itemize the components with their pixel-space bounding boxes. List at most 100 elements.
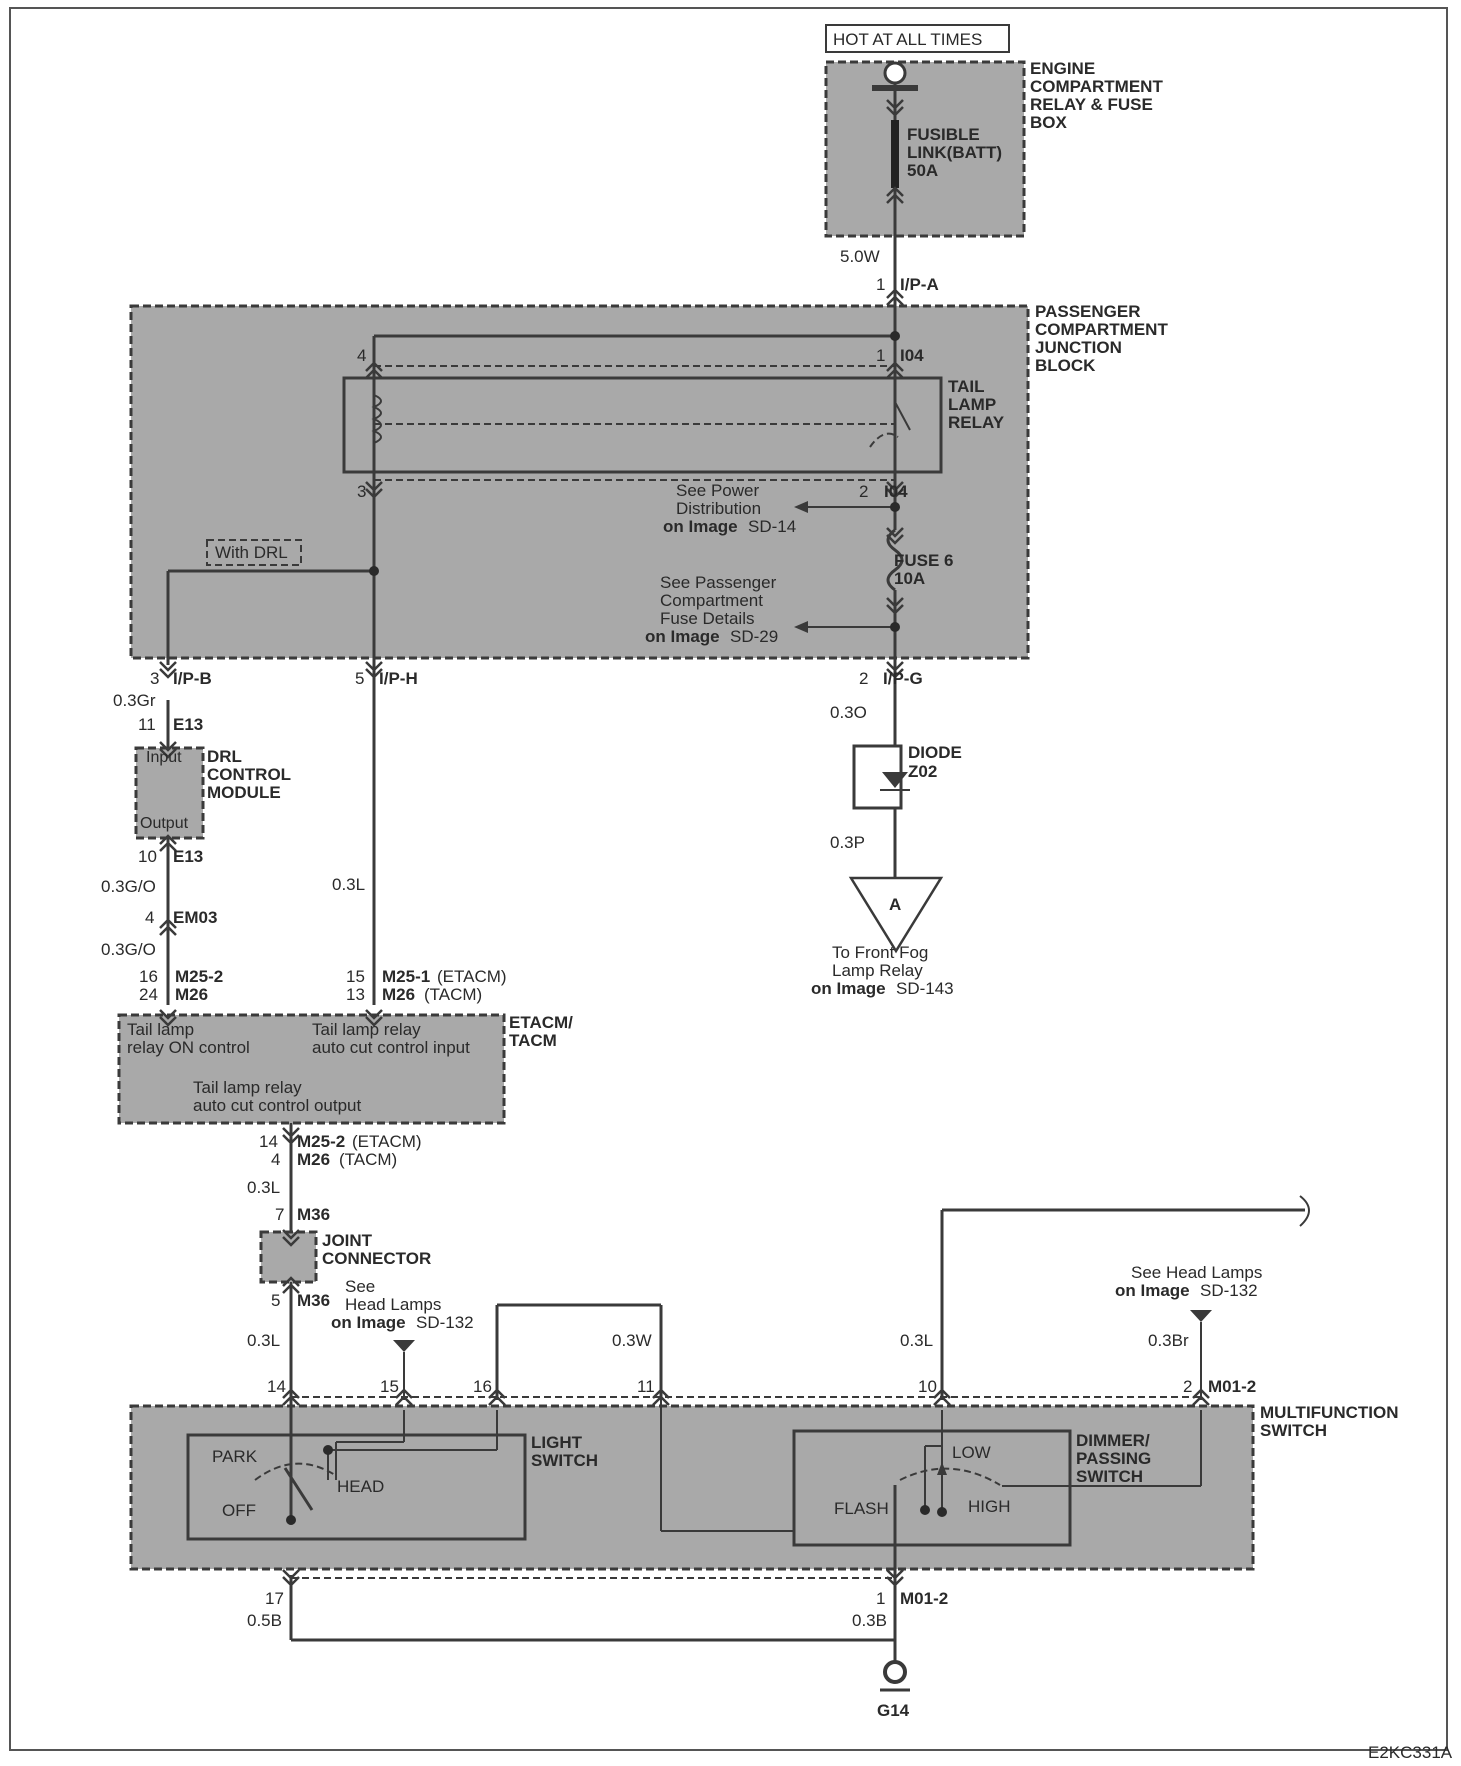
ground-g14-label: G14 xyxy=(877,1701,910,1720)
pin-m25-2-in: 16 xyxy=(139,967,158,986)
connector-chevron xyxy=(365,661,383,679)
conn-ipg: I/P-G xyxy=(883,669,923,688)
connector-chevron xyxy=(886,99,904,117)
conn-e13-in: E13 xyxy=(173,715,203,734)
etacm-auto-cut-input: Tail lamp relay auto cut control input xyxy=(312,1020,470,1057)
gauge-0-3p: 0.3P xyxy=(830,833,865,852)
light-switch-off: OFF xyxy=(222,1501,256,1520)
multifunction-switch-box xyxy=(129,1404,1255,1571)
conn-ipa: I/P-A xyxy=(900,275,939,294)
svg-text:To Front Fog: To Front Fog xyxy=(832,943,928,962)
pin-2-relay: 2 xyxy=(859,482,868,501)
gauge-etacm-out: 0.3L xyxy=(247,1178,280,1197)
connector-chevron xyxy=(886,361,904,379)
svg-text:LINK(BATT): LINK(BATT) xyxy=(907,143,1002,162)
pin-m26-in: 24 xyxy=(139,985,158,1004)
conn-i04-bottom: I04 xyxy=(884,482,908,501)
splice-dot xyxy=(890,331,900,341)
pin-m25-2-out: 14 xyxy=(259,1132,278,1151)
svg-text:on Image: on Image xyxy=(663,517,738,536)
reference-code: E2KC331A xyxy=(1368,1743,1453,1762)
gauge-0-3gr: 0.3Gr xyxy=(113,691,156,710)
svg-text:TACM: TACM xyxy=(509,1031,557,1050)
svg-text:SWITCH: SWITCH xyxy=(1260,1421,1327,1440)
gauge-iph: 0.3L xyxy=(332,875,365,894)
svg-text:on Image: on Image xyxy=(331,1313,406,1332)
connector-chevron xyxy=(159,918,177,936)
svg-text:relay ON control: relay ON control xyxy=(127,1038,250,1057)
gauge-0-5b: 0.5B xyxy=(247,1611,282,1630)
conn-i04-top: I04 xyxy=(900,346,924,365)
dimmer-high: HIGH xyxy=(968,1497,1011,1516)
engine-compartment-box xyxy=(824,60,1026,238)
pin-e13-out: 10 xyxy=(138,847,157,866)
connector-chevron xyxy=(1192,1388,1210,1406)
conn-m25-2-out: M25-2 xyxy=(297,1132,345,1151)
dimmer-low: LOW xyxy=(952,1443,991,1462)
etacm-relay-on-control: Tail lamp relay ON control xyxy=(127,1020,250,1057)
pin-ipg: 2 xyxy=(859,669,868,688)
svg-text:SD-132: SD-132 xyxy=(1200,1281,1258,1300)
fusible-link-label: FUSIBLE LINK(BATT) 50A xyxy=(907,125,1002,180)
svg-text:Compartment: Compartment xyxy=(660,591,763,610)
svg-text:Lamp Relay: Lamp Relay xyxy=(832,961,923,980)
to-front-fog-lamp-relay: To Front Fog Lamp Relay on Image SD-143 xyxy=(811,943,954,998)
diagram-frame xyxy=(9,7,1448,1751)
svg-text:on Image: on Image xyxy=(1115,1281,1190,1300)
connector-chevron xyxy=(488,1388,506,1406)
light-switch-name: LIGHT SWITCH xyxy=(531,1433,598,1470)
see-power-distribution: See Power Distribution on Image SD-14 xyxy=(663,481,796,536)
svg-text:Tail lamp relay: Tail lamp relay xyxy=(312,1020,421,1039)
pin-m25-1: 15 xyxy=(346,967,365,986)
with-drl-frame xyxy=(206,539,302,566)
svg-text:CONNECTOR: CONNECTOR xyxy=(322,1249,431,1268)
svg-text:SD-29: SD-29 xyxy=(730,627,778,646)
svg-text:on Image: on Image xyxy=(645,627,720,646)
splice-dots xyxy=(286,331,947,1525)
svg-text:MULTIFUNCTION: MULTIFUNCTION xyxy=(1260,1403,1399,1422)
svg-text:PASSING: PASSING xyxy=(1076,1449,1151,1468)
svg-text:SWITCH: SWITCH xyxy=(531,1451,598,1470)
svg-text:LAMP: LAMP xyxy=(948,395,996,414)
svg-text:RELAY: RELAY xyxy=(948,413,1005,432)
svg-text:Fuse Details: Fuse Details xyxy=(660,609,754,628)
gauge-0-3b: 0.3B xyxy=(852,1611,887,1630)
pin-1-relay: 1 xyxy=(876,346,885,365)
svg-text:See Power: See Power xyxy=(676,481,759,500)
connector-chevron xyxy=(886,661,904,679)
gauge-m36-out: 0.3L xyxy=(247,1331,280,1350)
conn-m01-2-top: M01-2 xyxy=(1208,1377,1256,1396)
pin-11: 11 xyxy=(637,1377,655,1396)
pin-15: 15 xyxy=(380,1377,399,1396)
pin-16: 16 xyxy=(473,1377,492,1396)
pin-iph: 5 xyxy=(355,669,364,688)
svg-text:See Head Lamps: See Head Lamps xyxy=(1131,1263,1262,1282)
hot-at-all-times-label: HOT AT ALL TIMES xyxy=(833,30,982,49)
gauge-0-3br: 0.3Br xyxy=(1148,1331,1189,1350)
conn-m25-1: M25-1 xyxy=(382,967,430,986)
svg-text:10A: 10A xyxy=(894,569,925,588)
fog-symbol-a: A xyxy=(889,895,901,914)
pin-e13-in: 11 xyxy=(138,715,156,734)
pin-3: 3 xyxy=(357,482,366,501)
splice-dot xyxy=(890,502,900,512)
conn-m36-out: M36 xyxy=(297,1291,330,1310)
drl-output: Output xyxy=(140,815,189,832)
svg-text:COMPARTMENT: COMPARTMENT xyxy=(1035,320,1168,339)
svg-text:SD-132: SD-132 xyxy=(416,1313,474,1332)
light-switch-park: PARK xyxy=(212,1447,258,1466)
svg-text:MODULE: MODULE xyxy=(207,783,281,802)
see-head-lamps-2: See Head Lamps on Image SD-132 xyxy=(1115,1263,1262,1300)
connector-chevron xyxy=(395,1388,413,1406)
fuse-6-label: FUSE 6 10A xyxy=(894,551,954,588)
pin-m26-out: 4 xyxy=(271,1150,280,1169)
pin-em03: 4 xyxy=(145,908,154,927)
connector-markers xyxy=(159,99,1210,1587)
conn-m26-out: M26 xyxy=(297,1150,330,1169)
pin-14: 14 xyxy=(267,1377,286,1396)
etacm-box xyxy=(117,1013,506,1125)
conn-iph: I/P-H xyxy=(379,669,418,688)
tail-lamp-relay-label: TAIL LAMP RELAY xyxy=(948,377,1005,432)
joint-connector-box xyxy=(259,1230,318,1284)
